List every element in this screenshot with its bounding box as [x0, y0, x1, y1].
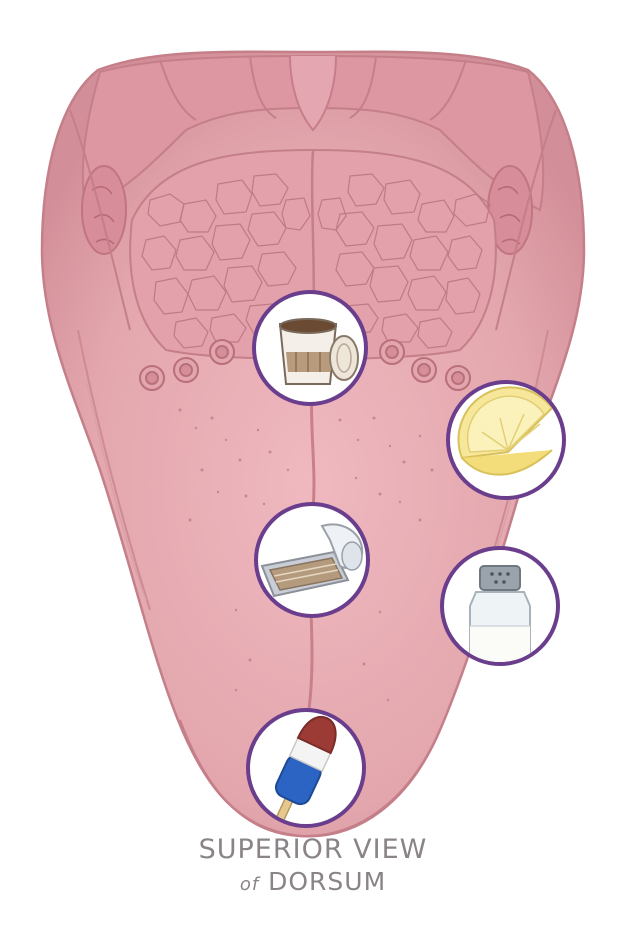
circumvallate-papillae — [139, 339, 471, 391]
coffee-cup-icon — [278, 318, 359, 385]
lemon-slice-icon — [457, 386, 554, 476]
caption-line-1: SUPERIOR VIEW — [198, 834, 428, 865]
lingual-tonsil — [129, 148, 497, 362]
caption-main: DORSUM — [268, 867, 387, 896]
sardine-tin-icon — [260, 523, 364, 598]
taste-icon-salt — [440, 546, 560, 666]
taste-icon-lemon — [446, 380, 566, 500]
salt-shaker-icon — [469, 565, 531, 662]
caption-prefix: of — [239, 874, 260, 895]
caption-line-2: of DORSUM — [0, 867, 626, 896]
taste-icon-sardines — [254, 502, 370, 618]
taste-icon-coffee — [252, 290, 368, 406]
tongue-root — [69, 54, 557, 331]
taste-icon-popsicle — [246, 708, 366, 828]
papillae-texture — [178, 408, 434, 702]
popsicle-icon — [272, 715, 337, 824]
